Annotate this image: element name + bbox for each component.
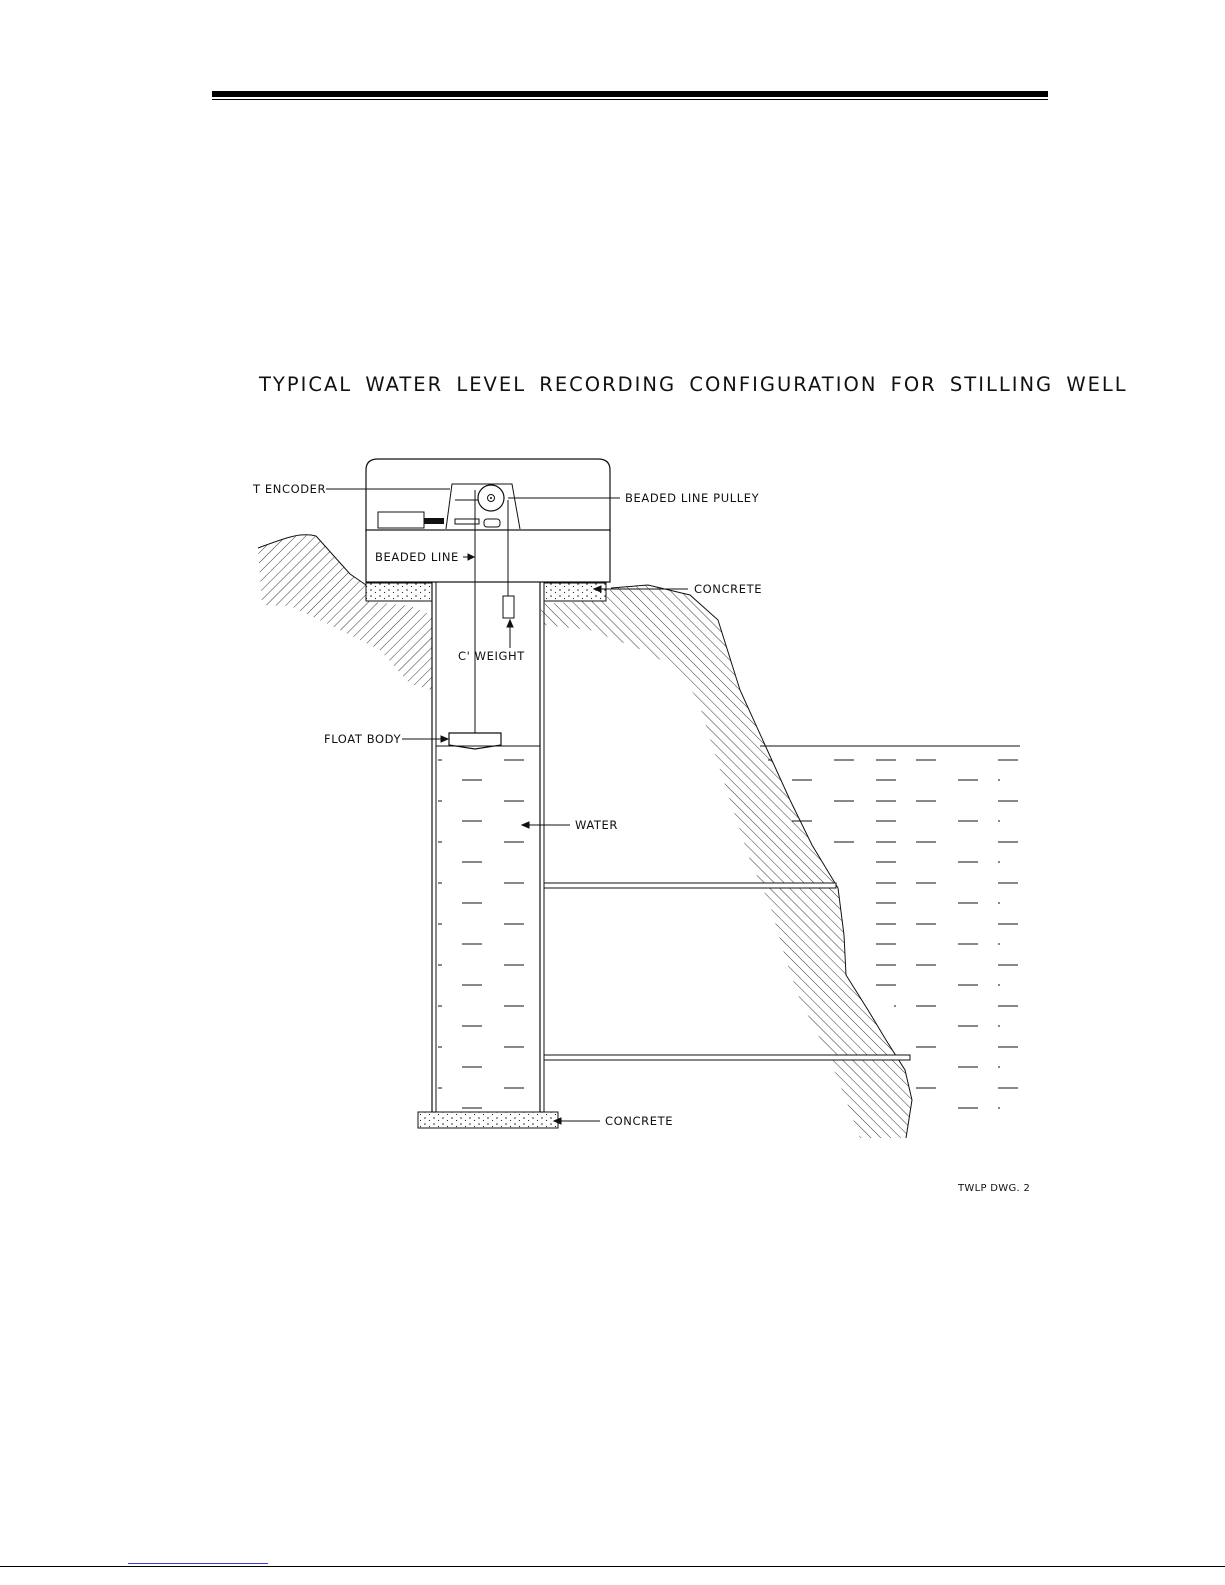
footer-rule [0,1566,1225,1567]
label-float-body: FLOAT BODY [324,732,401,746]
concrete-cap-right [544,583,606,601]
label-counterweight: C' WEIGHT [458,649,525,663]
pulley-icon [478,485,504,511]
footer-link-underline[interactable] [128,1563,268,1564]
float-body [449,733,501,749]
label-water: WATER [575,818,618,832]
label-concrete-bottom: CONCRETE [605,1114,673,1128]
label-beaded-line-pulley: BEADED LINE PULLEY [625,491,760,505]
counterweight [503,596,514,618]
label-encoder: T ENCODER [252,482,326,496]
label-concrete-top: CONCRETE [694,582,762,596]
well-water-marks [438,760,524,1108]
intake-pipe-upper [544,883,836,888]
label-beaded-line: BEADED LINE [375,550,459,564]
intake-pipe-lower [544,1055,910,1060]
drawing-reference: TWLP DWG. 2 [958,1183,1030,1194]
concrete-base [418,1112,558,1128]
concrete-cap-left [366,583,432,601]
